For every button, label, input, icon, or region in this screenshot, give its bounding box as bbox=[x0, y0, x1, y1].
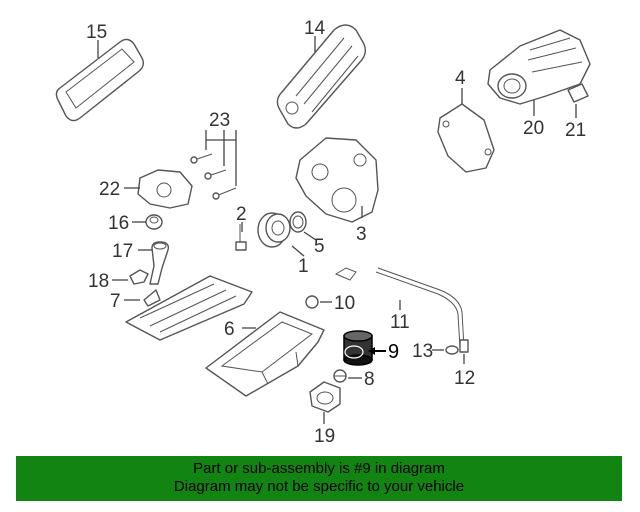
part-9-oil-filter[interactable] bbox=[343, 330, 373, 366]
part-11-dipstick-tube[interactable] bbox=[334, 267, 465, 349]
banner-line-2: Diagram may not be specific to your vehi… bbox=[173, 478, 465, 495]
callout-12: 12 bbox=[454, 368, 475, 389]
part-17-oil-pickup[interactable] bbox=[149, 241, 170, 285]
callout-22: 22 bbox=[99, 179, 120, 200]
callout-9: 9 bbox=[388, 341, 399, 363]
part-22-oil-pump[interactable] bbox=[137, 169, 193, 209]
callout-1: 1 bbox=[298, 256, 309, 277]
part-5-seal[interactable] bbox=[289, 211, 307, 233]
part-20-intake-manifold[interactable] bbox=[487, 29, 591, 105]
callout-5: 5 bbox=[314, 236, 325, 257]
callout-6: 6 bbox=[224, 319, 235, 340]
part-21-gasket[interactable] bbox=[567, 83, 589, 103]
part-18-gasket[interactable] bbox=[129, 269, 149, 285]
info-banner: Part or sub-assembly is #9 in diagram Di… bbox=[16, 456, 622, 501]
part-8-adapter[interactable] bbox=[333, 369, 347, 383]
part-19-housing[interactable] bbox=[309, 381, 341, 413]
callout-3: 3 bbox=[356, 224, 367, 245]
part-2-bolt[interactable] bbox=[235, 224, 247, 251]
part-6-oil-pan[interactable] bbox=[205, 311, 325, 397]
banner-line-1: Part or sub-assembly is #9 in diagram bbox=[193, 460, 445, 477]
callout-23: 23 bbox=[209, 110, 230, 131]
part-3-timing-cover[interactable] bbox=[295, 137, 379, 223]
part-10-plug[interactable] bbox=[305, 295, 319, 309]
callout-16: 16 bbox=[108, 213, 129, 234]
part-1-crankshaft-gear[interactable] bbox=[257, 212, 291, 248]
callout-7: 7 bbox=[110, 291, 121, 312]
part-15-valve-cover-gasket[interactable] bbox=[55, 38, 145, 122]
part-13-o-ring[interactable] bbox=[445, 345, 459, 355]
callout-10: 10 bbox=[334, 293, 355, 314]
part-12-dipstick[interactable] bbox=[459, 339, 469, 353]
part-7-windage-tray[interactable] bbox=[125, 275, 253, 341]
callout-14: 14 bbox=[304, 18, 326, 39]
part-23-bolts[interactable] bbox=[190, 153, 237, 200]
part-14-valve-cover[interactable] bbox=[276, 24, 367, 129]
callout-18: 18 bbox=[88, 271, 109, 292]
part-4-cover-plate[interactable] bbox=[437, 103, 495, 173]
callout-17: 17 bbox=[112, 241, 133, 262]
part-16-plug[interactable] bbox=[145, 214, 163, 230]
callout-19: 19 bbox=[314, 426, 335, 447]
callout-2: 2 bbox=[236, 204, 247, 225]
callout-13: 13 bbox=[412, 341, 433, 362]
callout-21: 21 bbox=[565, 120, 586, 141]
callout-20: 20 bbox=[523, 118, 544, 139]
callout-15: 15 bbox=[86, 22, 107, 43]
callout-11: 11 bbox=[390, 312, 410, 333]
callout-8: 8 bbox=[364, 369, 375, 390]
parts-diagram: 15 14 4 20 21 23 22 bbox=[55, 18, 591, 447]
callout-4: 4 bbox=[455, 68, 466, 89]
